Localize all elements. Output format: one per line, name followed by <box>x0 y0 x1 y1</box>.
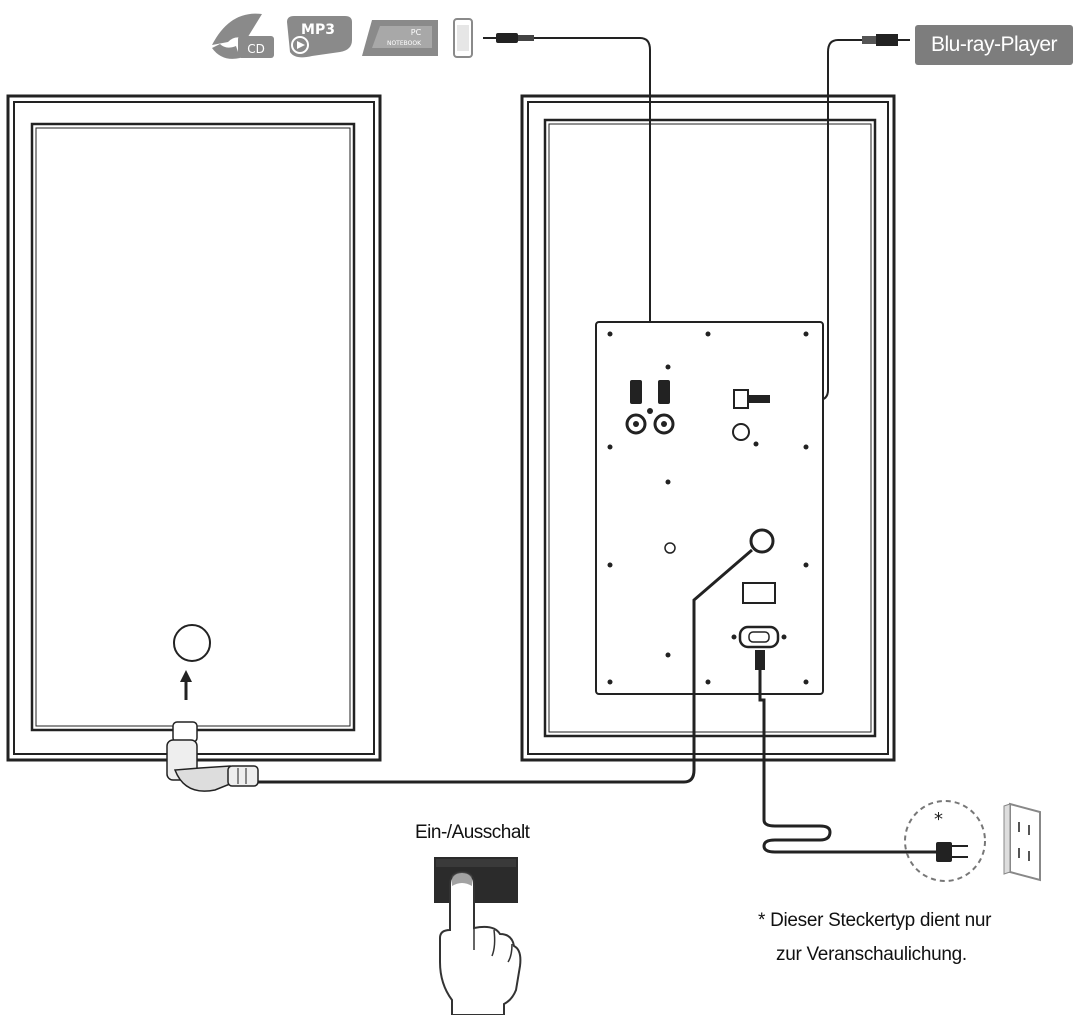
plug-note-line-2: zur Veranschaulichung. <box>776 944 967 965</box>
aux-cable <box>534 37 651 355</box>
plug-note-line-1: * Dieser Steckertyp dient nur <box>758 910 992 931</box>
mp3-icon-label: MP3 <box>301 22 335 38</box>
finger-press-icon <box>439 870 522 1015</box>
pc-notebook-icon: PC NOTEBOOK <box>362 20 438 56</box>
left-speaker <box>6 94 382 762</box>
back-panel <box>595 321 824 695</box>
reset-hole <box>664 542 676 554</box>
remote-sensor <box>173 624 211 662</box>
rating-label <box>742 582 776 604</box>
power-switch-label: Ein-/Ausschalt <box>415 822 530 843</box>
plug-asterisk: * <box>934 809 943 830</box>
speaker-link-plug <box>166 721 259 792</box>
optical-plug-top <box>862 34 910 46</box>
cd-icon-label: CD <box>247 42 265 56</box>
usb-port <box>732 423 750 441</box>
speaker-link-port <box>749 528 775 554</box>
power-socket <box>731 625 787 649</box>
wall-outlet-icon <box>1003 802 1041 882</box>
optical-input <box>733 389 770 409</box>
pc-icon-label: PC <box>411 28 422 37</box>
power-cable <box>758 650 940 854</box>
power-switch <box>434 857 518 903</box>
blu-ray-player-label: Blu-ray-Player <box>915 25 1073 65</box>
source-icons: CD MP3 PC NOTEBOOK <box>212 13 473 59</box>
speaker-connection-cable <box>258 548 753 784</box>
arrow-up-icon <box>180 670 192 682</box>
cd-icon: CD <box>212 13 274 59</box>
rca-inputs <box>625 380 675 435</box>
smartphone-icon <box>453 18 473 58</box>
power-plug-illustration: * <box>904 800 986 882</box>
notebook-icon-label: NOTEBOOK <box>387 40 422 47</box>
aux-jack-plug <box>483 33 534 43</box>
right-speaker <box>520 94 896 762</box>
mp3-icon: MP3 <box>287 16 352 58</box>
plug-type-note: * Dieser Steckertyp dient nur zur Verans… <box>758 904 991 972</box>
